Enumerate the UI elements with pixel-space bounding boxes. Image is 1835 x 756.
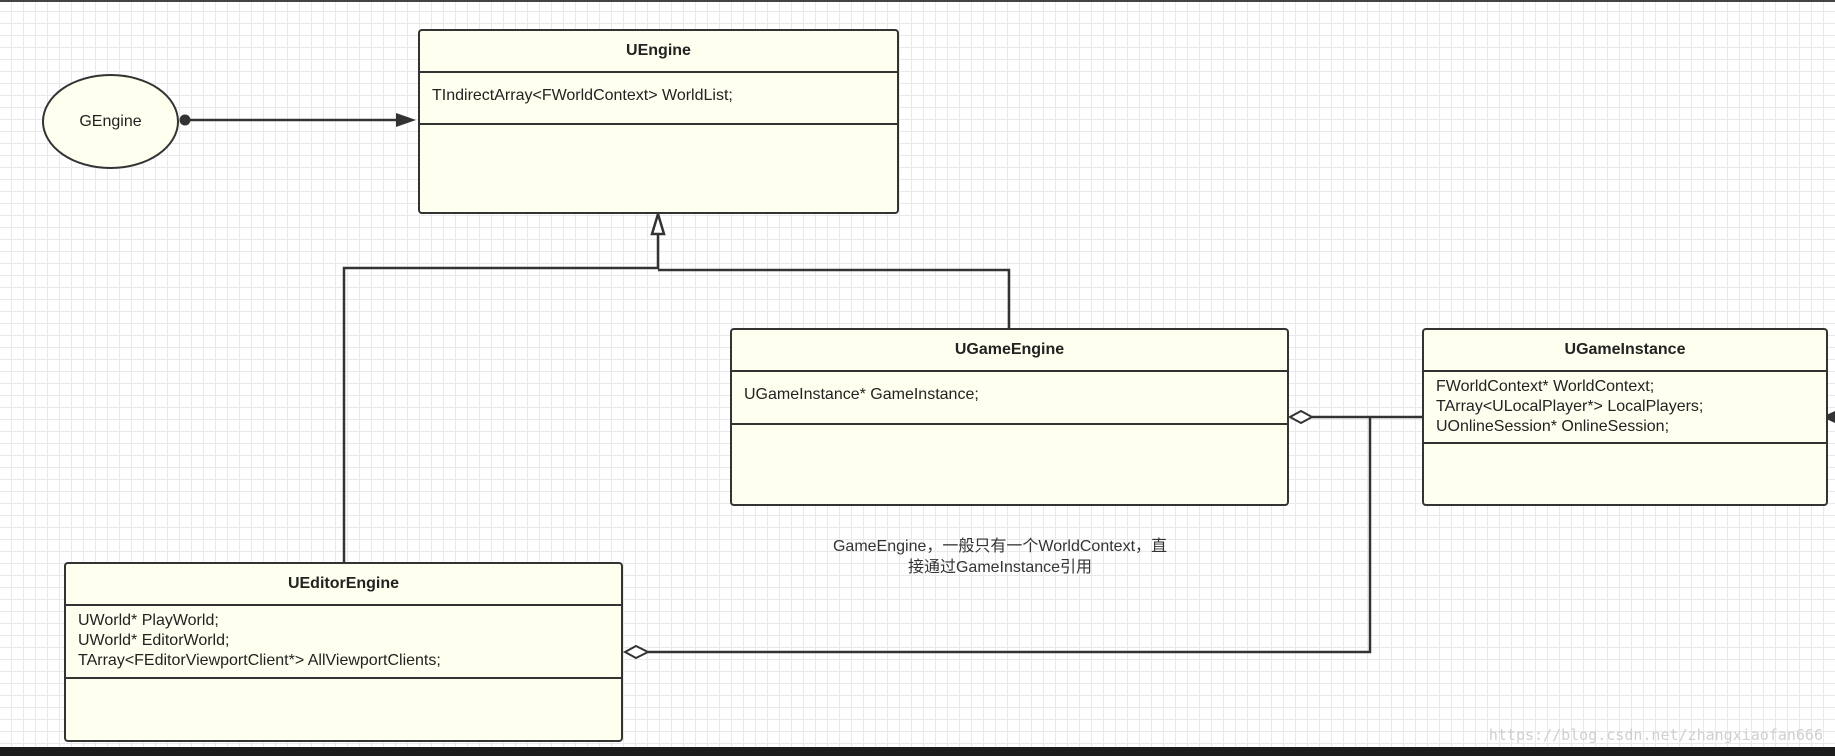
ugameengine-class[interactable]: UGameEngine UGameInstance* GameInstance; [730, 328, 1289, 506]
top-border [0, 0, 1835, 2]
gengine-label: GEngine [79, 112, 142, 130]
attribute-line: UWorld* PlayWorld; [78, 612, 219, 629]
watermark-text: https://blog.csdn.net/zhangxiaofan666 [1488, 726, 1823, 744]
connector-aggregation-gameengine [1287, 409, 1424, 425]
connector-aggregation-editorengine [622, 417, 1372, 660]
connector-gengine-uengine [179, 113, 416, 127]
ugameinstance-attributes: FWorldContext* WorldContext; TArray<ULoc… [1424, 372, 1826, 444]
ueditorengine-class[interactable]: UEditorEngine UWorld* PlayWorld; UWorld*… [64, 562, 623, 742]
gengine-node[interactable]: GEngine [42, 74, 179, 169]
attribute-line: TArray<ULocalPlayer*> LocalPlayers; [1436, 398, 1704, 415]
ugameinstance-title: UGameInstance [1424, 330, 1826, 372]
attribute-line: TIndirectArray<FWorldContext> WorldList; [432, 87, 733, 104]
attribute-line: UWorld* EditorWorld; [78, 632, 230, 649]
uengine-class[interactable]: UEngine TIndirectArray<FWorldContext> Wo… [418, 29, 899, 214]
attribute-line: UOnlineSession* OnlineSession; [1436, 418, 1670, 435]
ueditorengine-attributes: UWorld* PlayWorld; UWorld* EditorWorld; … [66, 606, 621, 679]
uengine-attributes: TIndirectArray<FWorldContext> WorldList; [420, 73, 897, 125]
connector-generalization [342, 209, 1011, 563]
attribute-line: FWorldContext* WorldContext; [1436, 378, 1655, 395]
bottom-strip [0, 747, 1835, 756]
attribute-line: TArray<FEditorViewportClient*> AllViewpo… [78, 652, 441, 669]
attribute-line: UGameInstance* GameInstance; [744, 386, 979, 403]
connector-offscreen-arrow [1822, 411, 1835, 423]
note-line-2: 接通过GameInstance引用 [907, 559, 1093, 576]
ugameinstance-class[interactable]: UGameInstance FWorldContext* WorldContex… [1422, 328, 1828, 506]
note-text: GameEngine，一般只有一个WorldContext，直 接通过GameI… [790, 536, 1210, 578]
note-line-1: GameEngine，一般只有一个WorldContext，直 [832, 538, 1168, 555]
uengine-title: UEngine [420, 31, 897, 73]
ugameengine-title: UGameEngine [732, 330, 1287, 372]
ugameengine-attributes: UGameInstance* GameInstance; [732, 372, 1287, 425]
ueditorengine-title: UEditorEngine [66, 564, 621, 606]
